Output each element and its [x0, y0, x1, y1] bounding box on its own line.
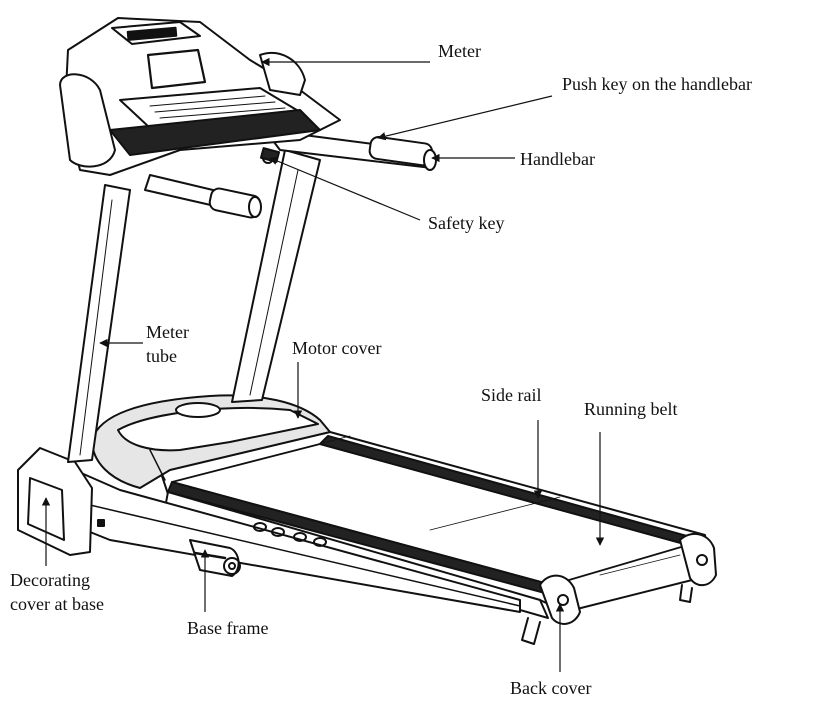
- label-base-frame: Base frame: [187, 618, 269, 638]
- label-running-belt: Running belt: [584, 399, 678, 419]
- base-frame: [34, 454, 521, 613]
- leader-push-key: [377, 95, 553, 141]
- label-motor-cover: Motor cover: [292, 338, 382, 358]
- left-upright: [67, 184, 131, 463]
- label-meter-tube-line1: Meter: [146, 322, 189, 342]
- decorating-cover: [17, 447, 105, 556]
- right-upright: [231, 149, 321, 403]
- leader-lines: [41, 57, 605, 672]
- uprights: [67, 149, 321, 463]
- label-back-cover: Back cover: [510, 678, 592, 698]
- label-push-key: Push key on the handlebar: [562, 74, 752, 94]
- back-cover: [521, 532, 717, 645]
- handlebars: [144, 129, 437, 219]
- label-meter-tube-line2: tube: [146, 346, 177, 366]
- meter-display: [146, 48, 207, 90]
- label-decorating-cover-line2: cover at base: [10, 594, 104, 614]
- label-side-rail: Side rail: [481, 385, 542, 405]
- label-safety-key: Safety key: [428, 213, 505, 233]
- leader-safety-key: [269, 157, 421, 221]
- label-handlebar: Handlebar: [520, 149, 595, 169]
- motor-cover: [91, 394, 331, 489]
- console: [59, 17, 341, 176]
- label-meter: Meter: [438, 41, 481, 61]
- label-decorating-cover-line1: Decorating: [10, 570, 90, 590]
